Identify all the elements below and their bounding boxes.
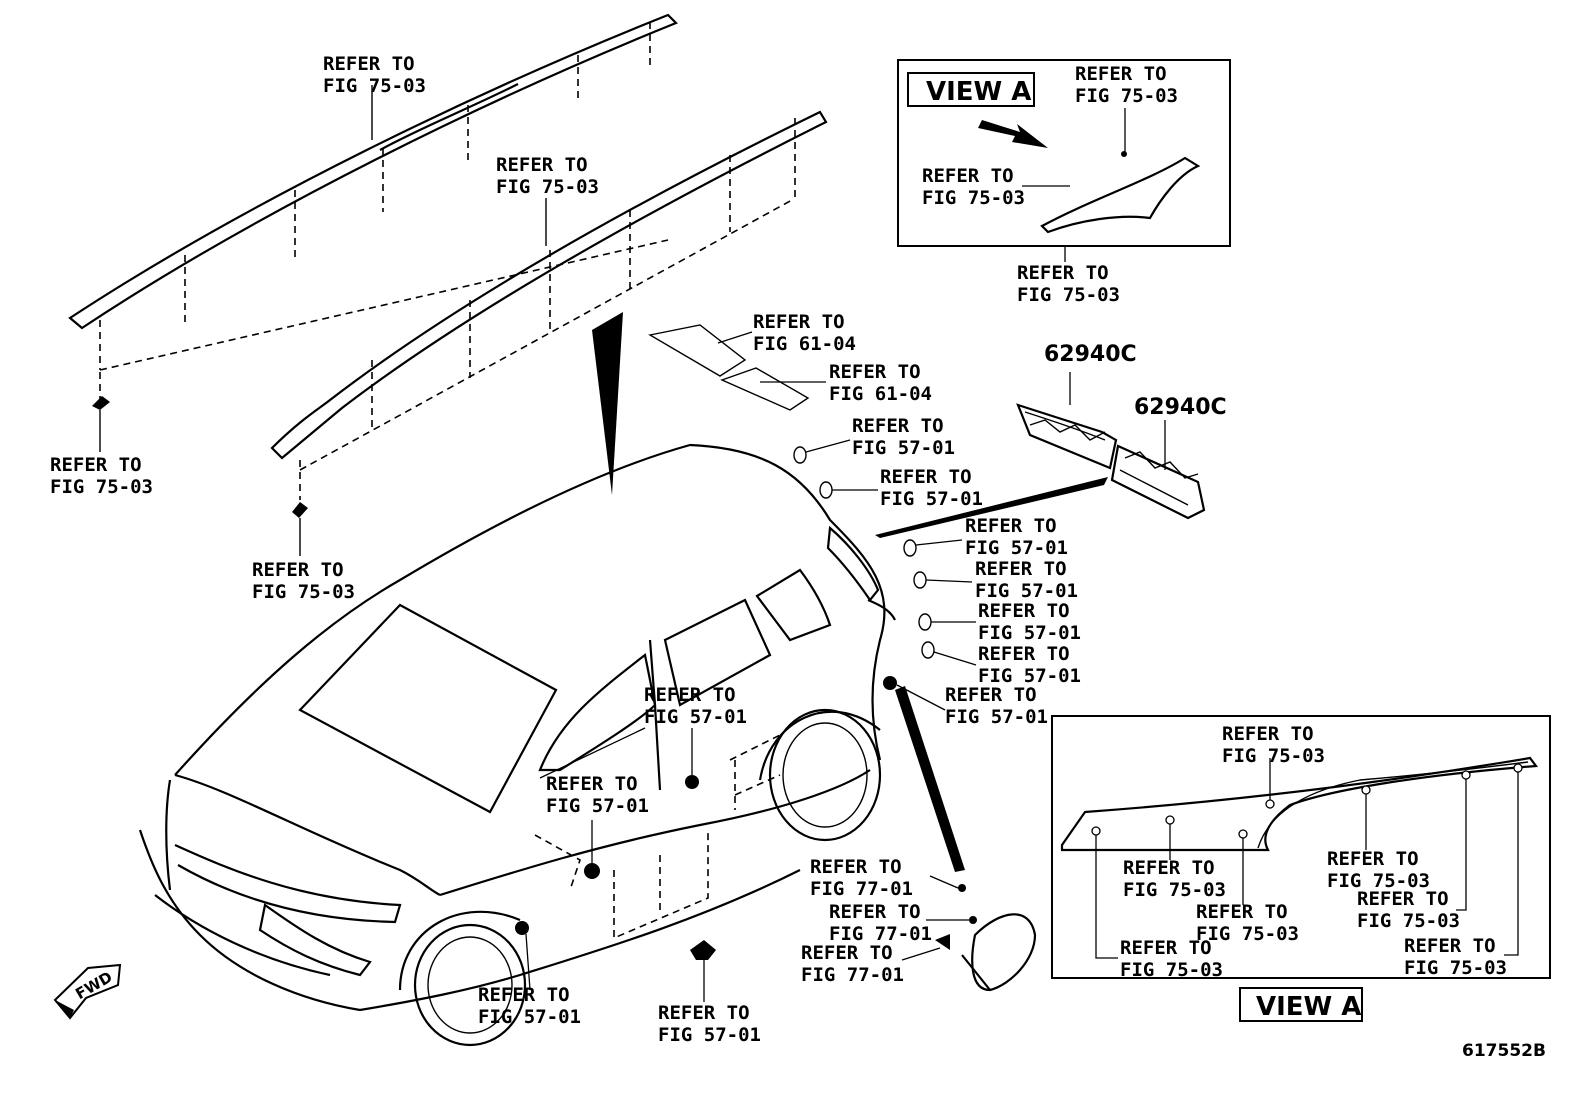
door-dashed-guides xyxy=(534,734,781,940)
view-a-title-bottom: VIEW A xyxy=(1256,992,1361,1022)
roof-rail-rear xyxy=(68,13,678,330)
car-body xyxy=(138,443,1037,1047)
spoiler-part-b xyxy=(1110,444,1206,520)
rail-end-cap-front xyxy=(292,502,308,556)
fwd-arrow-icon: FWD xyxy=(53,963,122,1020)
rail-end-cap-rear xyxy=(92,396,110,452)
roof-panels xyxy=(648,324,826,411)
spoiler-part-a xyxy=(1016,403,1118,470)
part-number-62940c-a: 62940C xyxy=(1044,342,1137,367)
rail-dashed-guides xyxy=(99,22,796,500)
view-a-inset-top xyxy=(897,59,1231,262)
roof-rail-front xyxy=(270,110,828,460)
tail-wedge-pointer xyxy=(895,686,965,872)
view-a-title-top: VIEW A xyxy=(926,77,1031,107)
body-clips xyxy=(515,439,977,1002)
spoiler-wedge-pointer xyxy=(875,477,1108,538)
view-a-inset-bottom xyxy=(1051,715,1551,1022)
drawing-code: 617552B xyxy=(1462,1041,1546,1061)
roof-wedge-pointer xyxy=(592,312,623,495)
part-number-62940c-b: 62940C xyxy=(1134,395,1227,420)
